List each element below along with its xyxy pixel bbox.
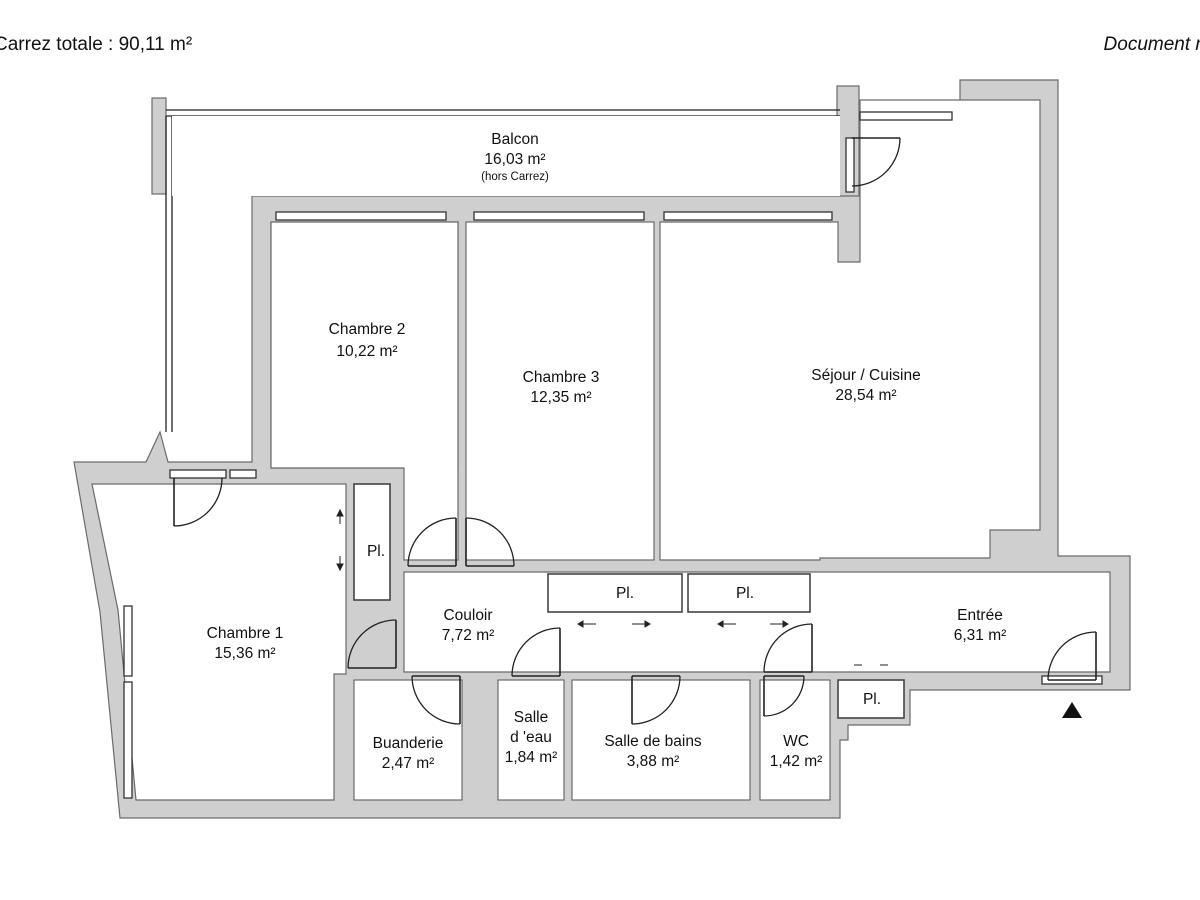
chambre3-floor <box>465 221 655 561</box>
document-note: Document n <box>1103 34 1200 55</box>
salle-bains-floor <box>571 679 751 801</box>
entrance-triangle-icon <box>1062 702 1082 718</box>
closet-chambre1-label: Pl. <box>367 543 385 560</box>
couloir-name: Couloir <box>443 607 492 624</box>
balcony-left-wall <box>151 97 167 195</box>
closet-couloir-2-label: Pl. <box>736 585 754 602</box>
chambre3-name: Chambre 3 <box>523 369 600 386</box>
buanderie-area: 2,47 m² <box>382 755 435 772</box>
closet-couloir-1 <box>547 573 683 613</box>
buanderie-name: Buanderie <box>373 735 444 752</box>
chambre1-floor <box>91 483 347 801</box>
window-chambre2 <box>275 211 447 221</box>
sejour-name: Séjour / Cuisine <box>811 367 920 384</box>
carrez-total: Carrez totale : 90,11 m² <box>0 34 193 55</box>
closet-entree-label: Pl. <box>863 691 881 708</box>
wc-floor <box>759 679 831 801</box>
salle-eau-floor <box>497 679 565 801</box>
window-chambre1-top-a <box>169 469 227 479</box>
salle-eau-name-2: d 'eau <box>510 729 552 746</box>
chambre1-area: 15,36 m² <box>214 645 275 662</box>
window-chambre1-left-a <box>123 605 133 677</box>
doors <box>173 137 1097 725</box>
window-chambre1-left-b <box>123 681 133 799</box>
sliding-arrows <box>336 508 888 666</box>
balcon-name: Balcon <box>491 131 538 148</box>
chambre2-name: Chambre 2 <box>329 321 406 338</box>
closet-entree <box>837 679 905 719</box>
closet-couloir-2 <box>687 573 811 613</box>
closet-chambre1 <box>353 483 391 601</box>
salle-eau-area: 1,84 m² <box>505 749 558 766</box>
wc-area: 1,42 m² <box>770 753 823 770</box>
chambre1-name: Chambre 1 <box>207 625 284 642</box>
balcon-note: (hors Carrez) <box>481 171 549 183</box>
chambre2-floor-ext <box>270 221 459 561</box>
wc-name: WC <box>783 733 809 750</box>
window-sejour-top <box>859 111 953 121</box>
buanderie-floor <box>353 679 463 801</box>
salle-eau-name-1: Salle <box>514 709 548 726</box>
window-chambre1-top-b <box>229 469 257 479</box>
balcony-floor <box>172 116 840 196</box>
salle-bains-area: 3,88 m² <box>627 753 680 770</box>
chambre3-area: 12,35 m² <box>530 389 591 406</box>
entree-name: Entrée <box>957 607 1003 624</box>
couloir-area: 7,72 m² <box>442 627 495 644</box>
salle-bains-name: Salle de bains <box>604 733 702 750</box>
sejour-area: 28,54 m² <box>835 387 896 404</box>
window-sejour <box>663 211 833 221</box>
balcon-area: 16,03 m² <box>484 151 545 168</box>
room-labels: Balcon 16,03 m² (hors Carrez) Chambre 2 … <box>207 131 1007 772</box>
sejour-floor <box>659 99 1041 561</box>
entree-area: 6,31 m² <box>954 627 1007 644</box>
chambre2-area: 10,22 m² <box>336 343 397 360</box>
rooms <box>91 99 1111 801</box>
window-sejour-side <box>845 137 855 193</box>
closet-couloir-1-label: Pl. <box>616 585 634 602</box>
closets <box>353 483 905 719</box>
window-chambre3 <box>473 211 645 221</box>
